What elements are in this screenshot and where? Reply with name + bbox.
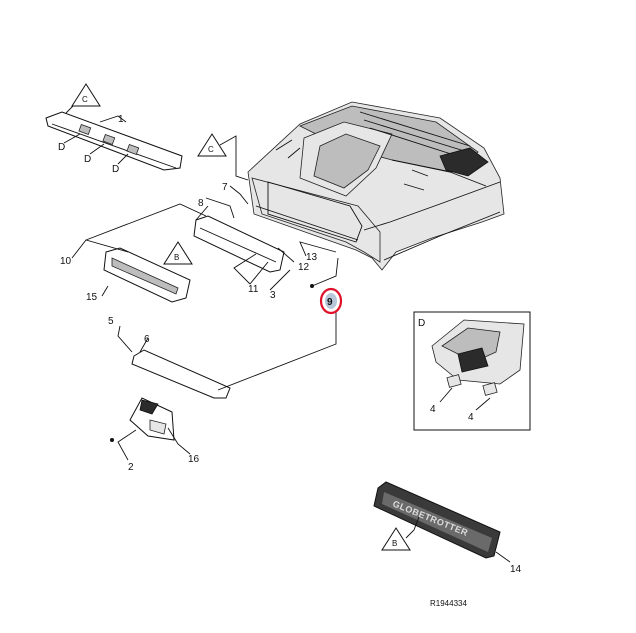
part-15-grille [103, 247, 191, 303]
figure-code: R1944334 [430, 599, 467, 608]
part-14-badge [373, 481, 501, 559]
fastener-points [110, 284, 314, 442]
callout-4a: 4 [430, 404, 436, 415]
roof-assembly [247, 101, 505, 271]
callout-1: 1 [118, 114, 124, 125]
callout-13: 13 [306, 252, 318, 263]
callout-2: 2 [128, 462, 134, 473]
callout-16: 16 [188, 454, 200, 465]
highlight-fill [325, 293, 337, 309]
ref-triangle-c-roof: C [197, 133, 227, 157]
ref-label-b-badge: B [392, 539, 397, 548]
ref-d-2: D [84, 154, 91, 165]
ref-triangle-b-grille: B [163, 241, 193, 265]
ref-triangle-b-badge: B [381, 527, 411, 551]
callout-14: 14 [510, 564, 522, 575]
callout-10: 10 [60, 256, 72, 267]
part-16-mount [129, 397, 175, 441]
part-1-bracket [45, 111, 183, 171]
ref-label-b-grille: B [174, 253, 179, 262]
callout-6: 6 [144, 334, 150, 345]
callout-15: 15 [86, 292, 98, 303]
ref-label-c-roof: C [208, 145, 214, 154]
callout-9: 9 [327, 297, 333, 308]
callout-12: 12 [298, 262, 310, 273]
leader-lines [63, 102, 511, 563]
ref-d-1: D [58, 142, 65, 153]
callout-8: 8 [198, 198, 204, 209]
part-6-strip [131, 349, 231, 399]
part-8-panel [193, 215, 285, 273]
callout-11: 11 [248, 284, 259, 295]
detail-d-box [413, 311, 531, 431]
callout-4b: 4 [468, 412, 474, 423]
callout-labels: 1 2 3 4 4 5 6 7 8 10 11 12 13 14 15 16 D… [58, 114, 522, 575]
ref-triangle-c-top: C [71, 83, 101, 107]
callout-7: 7 [222, 182, 228, 193]
callout-3: 3 [270, 290, 276, 301]
ref-d-3: D [112, 164, 119, 175]
callout-5: 5 [108, 316, 114, 327]
highlight-ring [319, 287, 343, 315]
ref-label-c-top: C [82, 95, 88, 104]
detail-d-label: D [418, 318, 425, 329]
callout-9-highlight[interactable]: 9 [319, 287, 343, 315]
